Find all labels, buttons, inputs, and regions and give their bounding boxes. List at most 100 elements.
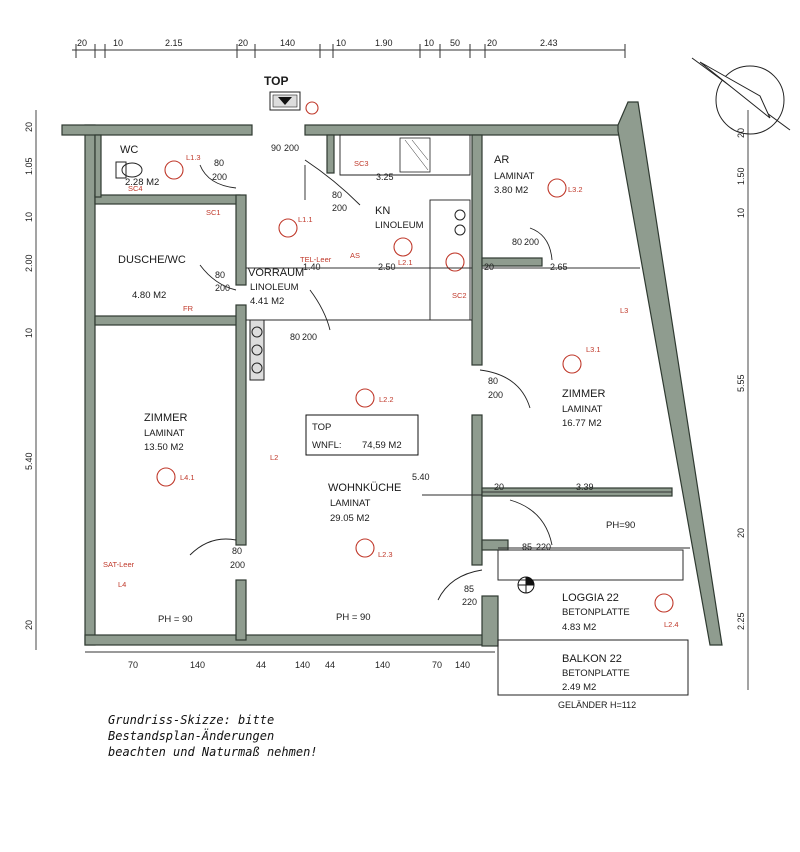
light-L1.1-icon xyxy=(278,218,298,238)
bottom-dim-6: 140 xyxy=(375,660,390,670)
top-dim-1: 20 xyxy=(77,38,87,48)
bottom-dim-8: 140 xyxy=(455,660,470,670)
light-label-l41: L4.1 xyxy=(180,473,195,482)
door-labels: 80 200 90 200 80 200 80 200 80 200 80 20… xyxy=(212,143,551,607)
door-3-w: 80 xyxy=(332,190,342,200)
bottom-dim-1: 70 xyxy=(128,660,138,670)
top-dim-2: 10 xyxy=(113,38,123,48)
right-dim-5: 20 xyxy=(736,528,746,538)
room-zimmer-left-name: ZIMMER xyxy=(144,412,187,424)
light-label-l11: L1.1 xyxy=(298,215,313,224)
light-L2.3-icon xyxy=(355,538,375,558)
light-label-l24: L2.4 xyxy=(664,620,679,629)
inner-lines xyxy=(246,319,690,696)
label-sc3: SC3 xyxy=(354,159,369,168)
left-dimension-line: 20 1.05 10 2.00 10 5.40 20 xyxy=(24,110,37,650)
room-ar-area: 3.80 M2 xyxy=(494,185,528,196)
ph-label-3: PH=90 xyxy=(606,520,635,531)
room-wc-area: 2.28 M2 xyxy=(125,177,159,188)
light-label-l31: L3.1 xyxy=(586,345,601,354)
room-zimmer-right-area: 16.77 M2 xyxy=(562,418,602,429)
label-sc1: SC1 xyxy=(206,208,221,217)
room-zimmer-right-floor: LAMINAT xyxy=(562,404,603,415)
door-6-h: 200 xyxy=(524,237,539,247)
room-wohnkueche-name: WOHNKÜCHE xyxy=(328,482,401,494)
room-balkon-name: BALKON 22 xyxy=(562,653,622,665)
label-tel-leer: TEL-Leer xyxy=(300,255,332,264)
label-as: AS xyxy=(350,251,360,260)
north-arrow-icon xyxy=(691,57,791,135)
drain-icon xyxy=(517,576,535,594)
room-dusche-area: 4.80 M2 xyxy=(132,290,166,301)
right-dim-6: 2.25 xyxy=(736,612,746,630)
light-L2.1-icon xyxy=(393,237,413,257)
room-zimmer-left-area: 13.50 M2 xyxy=(144,442,184,453)
top-entrance-marker: TOP xyxy=(264,74,301,111)
door-3-h: 200 xyxy=(332,203,347,213)
sketch-note: Grundriss-Skizze: bitte Bestandsplan-Änd… xyxy=(108,712,318,760)
toilet-icon xyxy=(115,161,143,179)
light-label-l32: L3.2 xyxy=(568,185,583,194)
door-2-h: 200 xyxy=(284,143,299,153)
light-L1.3-icon xyxy=(164,160,184,180)
right-dim-3: 10 xyxy=(736,208,746,218)
room-loggia-name: LOGGIA 22 xyxy=(562,592,619,604)
room-vorraum-floor: LINOLEUM xyxy=(250,282,299,293)
door-4-w: 80 xyxy=(215,270,225,280)
room-balkon-area: 2.49 M2 xyxy=(562,682,596,693)
label-l3: L3 xyxy=(620,306,628,315)
room-balkon-floor: BETONPLATTE xyxy=(562,668,630,679)
bottom-dim-2: 140 xyxy=(190,660,205,670)
room-dusche-name: DUSCHE/WC xyxy=(118,254,186,266)
label-l2: L2 xyxy=(270,453,278,462)
electrical-symbols: L1.3 L1.1 L2.1 L3.2 L3.1 L2.2 L4.1 L2.3 … xyxy=(103,101,679,629)
top-dim-10: 20 xyxy=(487,38,497,48)
room-zimmer-left-floor: LAMINAT xyxy=(144,428,185,439)
note-line-3: beachten und Naturmaß nehmen! xyxy=(108,745,318,759)
light-L2.2-icon xyxy=(355,388,375,408)
top-dim-8: 10 xyxy=(424,38,434,48)
inner-dim-7: 20 xyxy=(484,262,494,272)
light-label-l13: L1.3 xyxy=(186,153,201,162)
top-box-value: 74,59 M2 xyxy=(362,440,402,451)
door-8-w: 80 xyxy=(232,546,242,556)
right-dim-2: 1.50 xyxy=(736,167,746,185)
door-5-h: 200 xyxy=(302,332,317,342)
door-4-h: 200 xyxy=(215,283,230,293)
note-line-2: Bestandsplan-Änderungen xyxy=(108,729,275,743)
room-vorraum-area: 4.41 M2 xyxy=(250,296,284,307)
room-wc-name: WC xyxy=(120,144,138,156)
room-kn-name: KN xyxy=(375,205,390,217)
light-L3.1-icon xyxy=(562,354,582,374)
note-line-1: Grundriss-Skizze: bitte xyxy=(108,713,275,727)
room-wohnkueche-floor: LAMINAT xyxy=(330,498,371,509)
top-dim-4: 20 xyxy=(238,38,248,48)
door-1-w: 80 xyxy=(214,158,224,168)
ph-label-1: PH = 90 xyxy=(158,614,193,625)
label-sc4: SC4 xyxy=(128,184,143,193)
outer-walls xyxy=(61,101,723,647)
label-fr: FR xyxy=(183,304,194,313)
top-dim-6: 10 xyxy=(336,38,346,48)
room-wohnkueche-area: 29.05 M2 xyxy=(330,513,370,524)
right-dim-4: 5.55 xyxy=(736,374,746,392)
inner-dim-2: 1.40 xyxy=(303,262,321,272)
right-dim-1: 20 xyxy=(736,128,746,138)
door-2-w: 90 xyxy=(271,143,281,153)
vent-icon xyxy=(249,319,265,381)
light-label-l22: L2.2 xyxy=(379,395,394,404)
top-dimension-line: 20 10 2.15 20 140 10 1.90 10 50 20 2.43 xyxy=(72,38,626,58)
inner-dim-5: 5.40 xyxy=(412,472,430,482)
light-L4.1-icon xyxy=(156,467,176,487)
left-dim-1: 20 xyxy=(24,122,34,132)
left-dim-3: 10 xyxy=(24,212,34,222)
room-zimmer-right-name: ZIMMER xyxy=(562,388,605,400)
bottom-dim-7: 70 xyxy=(432,660,442,670)
top-dim-7: 1.90 xyxy=(375,38,393,48)
label-sc2: SC2 xyxy=(452,291,467,300)
door-9-h: 220 xyxy=(536,542,551,552)
door-10-h: 220 xyxy=(462,597,477,607)
top-dim-9: 50 xyxy=(450,38,460,48)
left-dim-7: 20 xyxy=(24,620,34,630)
light-label-l21: L2.1 xyxy=(398,258,413,267)
